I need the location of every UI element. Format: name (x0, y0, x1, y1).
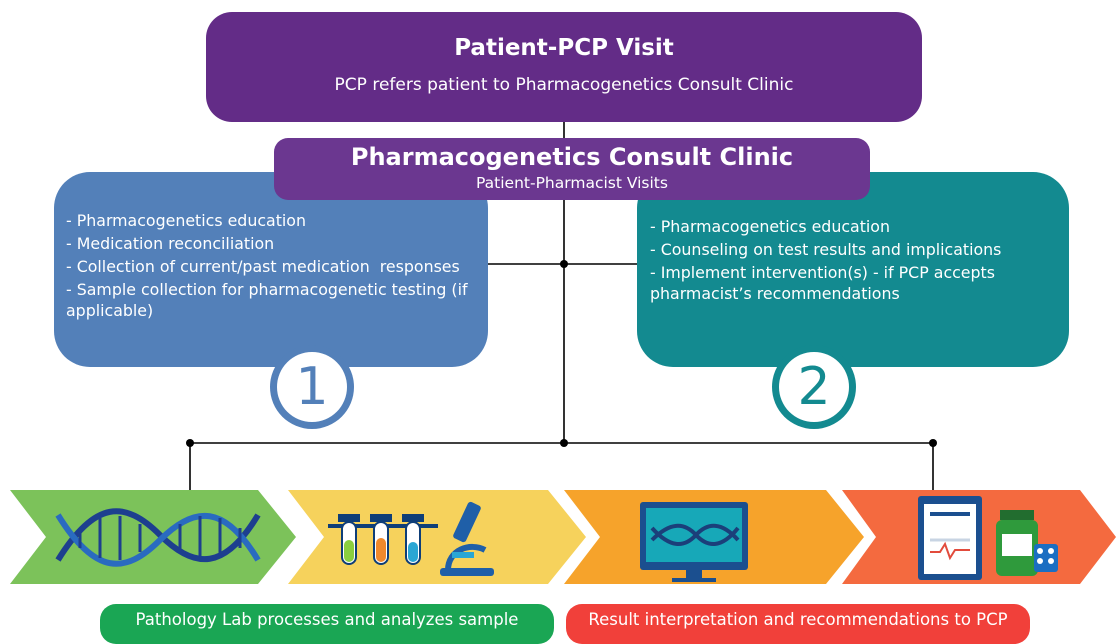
list-item: - Pharmacogenetics education (66, 211, 306, 230)
dna-step-arrow (10, 490, 296, 584)
list-item: - Collection of current/past medication … (66, 257, 460, 276)
pathology-lab-label: Pathology Lab processes and analyzes sam… (100, 604, 554, 644)
interpretation-label: Result interpretation and recommendation… (566, 604, 1030, 644)
list-item: - Medication reconciliation (66, 234, 275, 253)
pcp-visit-title: Patient-PCP Visit (454, 35, 674, 61)
clinic-title: Pharmacogenetics Consult Clinic (350, 143, 794, 171)
computer-dna-icon (640, 502, 748, 582)
list-item: - Implement intervention(s) - if PCP acc… (650, 263, 995, 303)
consult-clinic-box: Pharmacogenetics Consult Clinic Patient-… (274, 138, 870, 200)
lab-icon (328, 501, 494, 576)
step-number-2-label: 2 (797, 357, 831, 417)
visit-1-box (54, 172, 488, 367)
report-medication-icon (918, 496, 1058, 580)
visit-2-list: - Pharmacogenetics education - Counselin… (650, 216, 1065, 306)
process-arrows (10, 490, 1116, 584)
dna-icon (55, 508, 261, 567)
list-item: - Counseling on test results and implica… (650, 240, 1002, 259)
list-item: - Sample collection for pharmacogenetic … (66, 280, 468, 320)
pcp-visit-box: Patient-PCP Visit PCP refers patient to … (206, 12, 922, 122)
clinic-subtitle: Patient-Pharmacist Visits (476, 174, 668, 192)
pcp-visit-subtitle: PCP refers patient to Pharmacogenetics C… (334, 75, 794, 95)
list-item: - Pharmacogenetics education (650, 217, 890, 236)
visit-1-list: - Pharmacogenetics education - Medicatio… (66, 210, 476, 323)
step-number-2: 2 (779, 352, 849, 422)
step-number-1-label: 1 (295, 357, 329, 417)
step-number-1: 1 (277, 352, 347, 422)
visit-2-box (637, 172, 1069, 367)
lab-step-arrow (288, 490, 586, 584)
